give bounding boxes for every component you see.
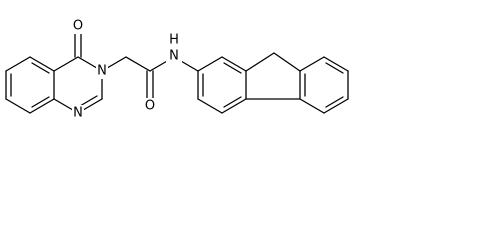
atom-label-background xyxy=(96,63,108,79)
bond xyxy=(29,98,55,114)
bond xyxy=(325,96,344,108)
atom-label-background xyxy=(72,18,84,34)
bond xyxy=(5,98,31,114)
atom-labels: O N N O H N xyxy=(72,18,182,121)
bond xyxy=(323,98,349,114)
bond xyxy=(197,56,223,72)
bond xyxy=(223,96,242,108)
atom-label-background xyxy=(144,98,156,114)
atom-label-background xyxy=(72,105,84,121)
chemical-structure-diagram: O N N O H N xyxy=(5,18,349,121)
bond xyxy=(273,52,301,72)
bond xyxy=(5,56,31,72)
carbonyl-oxygen-label: O xyxy=(73,19,83,34)
ring-nitrogen-n3-label: N xyxy=(97,64,107,79)
ring-nitrogen-n1-label: N xyxy=(73,106,83,121)
atom-label-background xyxy=(166,33,182,63)
acetamide-linker xyxy=(101,56,199,100)
bond xyxy=(299,56,325,72)
quinazolinone-benzo-ring xyxy=(5,56,55,114)
bond xyxy=(223,62,242,74)
amide-oxygen-label: O xyxy=(145,99,155,114)
fluorene-five-membered-ring xyxy=(245,52,301,100)
amide-nitrogen-label: N xyxy=(169,49,179,64)
bond xyxy=(31,62,50,74)
fluorene-left-ring xyxy=(197,56,247,114)
bond xyxy=(79,95,98,107)
bond xyxy=(197,98,223,114)
bond xyxy=(29,56,55,72)
fluorene-right-ring xyxy=(299,56,349,114)
bond xyxy=(31,96,50,108)
bond xyxy=(221,98,247,114)
bond xyxy=(323,56,349,72)
amide-hydrogen-label: H xyxy=(169,33,179,48)
bond xyxy=(299,98,325,114)
bond xyxy=(221,56,247,72)
bond xyxy=(325,62,344,74)
bond xyxy=(245,52,275,72)
quinazolinone-pyrimidinone-ring xyxy=(53,32,103,114)
bond xyxy=(125,56,151,72)
bond xyxy=(53,56,79,72)
